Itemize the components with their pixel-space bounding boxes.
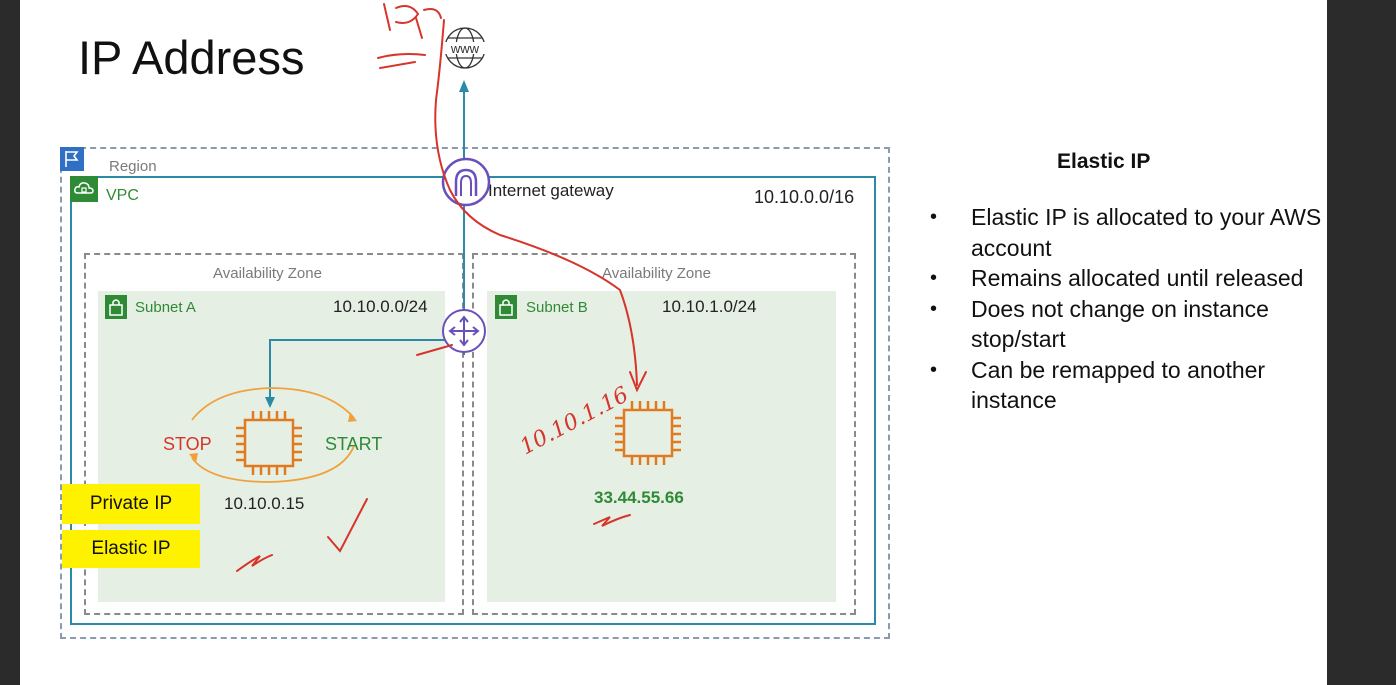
handwritten-checkmark <box>327 498 368 553</box>
bullet-item: • Elastic IP is allocated to your AWS acc… <box>928 202 1323 263</box>
handwritten-scribble-a <box>236 554 273 572</box>
internet-gateway-icon <box>441 157 491 207</box>
availability-zone-b <box>472 253 856 615</box>
diagram-graphics: www <box>189 3 681 572</box>
region-label: Region <box>109 158 157 175</box>
internet-arrowhead <box>459 80 469 92</box>
subnet-b-lock-icon <box>495 295 517 319</box>
handwritten-tick <box>416 344 453 356</box>
connection-lines <box>269 88 465 400</box>
subnet-a-label: Subnet A <box>135 299 196 316</box>
bullet-text: Remains allocated until released <box>971 265 1304 291</box>
region-container <box>60 147 890 639</box>
bullet-item: • Does not change on instance stop/start <box>928 294 1323 355</box>
handwritten-scribble-b <box>593 514 631 527</box>
elastic-ip-bullet-list: • Elastic IP is allocated to your AWS acc… <box>928 202 1323 416</box>
subnet-b-container <box>487 291 836 602</box>
subnet-b-label: Subnet B <box>526 299 588 316</box>
vpc-label: VPC <box>106 187 139 204</box>
instance-b-ip: 33.44.55.66 <box>594 488 684 507</box>
subnet-b-cidr: 10.10.1.0/24 <box>662 297 757 316</box>
bullet-item: • Can be remapped to another instance <box>928 355 1323 416</box>
router-to-instance-line <box>269 339 464 400</box>
internet-gateway-label: Internet gateway <box>488 181 614 200</box>
bullet-item: • Remains allocated until released <box>928 263 1323 294</box>
bullet-dot-icon: • <box>930 206 938 228</box>
ec2-instance-b-icon <box>615 401 681 465</box>
elastic-ip-heading: Elastic IP <box>1057 150 1151 173</box>
handwritten-scribble <box>383 3 442 39</box>
stop-start-cycle-arrows <box>191 387 355 483</box>
elastic-ip-label: Elastic IP <box>62 530 200 568</box>
handwritten-route-line <box>434 19 638 386</box>
bullet-dot-icon: • <box>930 358 938 381</box>
bullet-text: Elastic IP is allocated to your AWS acco… <box>971 204 1322 261</box>
handwritten-arrowhead <box>629 371 647 393</box>
slide-title: IP Address <box>78 31 305 84</box>
availability-zone-a-label: Availability Zone <box>213 265 322 282</box>
bullet-text: Can be remapped to another instance <box>971 356 1266 414</box>
private-ip-label: Private IP <box>62 484 200 524</box>
bullet-text: Does not change on instance stop/start <box>971 295 1269 353</box>
bullet-dot-icon: • <box>930 267 938 289</box>
vpc-cidr: 10.10.0.0/16 <box>754 187 855 207</box>
slide: IP Address Region VPC 10.10.0.0/16 Inter… <box>20 0 1327 685</box>
region-flag-icon <box>60 147 84 171</box>
subnet-a-lock-icon <box>105 295 127 319</box>
router-icon <box>442 309 486 353</box>
vpc-cloud-icon <box>70 176 98 202</box>
availability-zone-a <box>84 253 464 615</box>
start-label: START <box>325 434 383 454</box>
bullet-dot-icon: • <box>930 297 938 320</box>
instance-arrowhead <box>265 397 275 408</box>
availability-zone-b-label: Availability Zone <box>602 265 711 282</box>
handwritten-strokes <box>377 53 426 69</box>
www-label: www <box>450 41 480 56</box>
stop-label: STOP <box>163 434 212 454</box>
subnet-a-cidr: 10.10.0.0/24 <box>333 297 428 316</box>
ec2-instance-a-icon <box>236 411 302 475</box>
instance-a-ip: 10.10.0.15 <box>224 494 305 513</box>
handwritten-ip-annotation: 10.10.1.16 <box>516 382 633 460</box>
handwritten-annotations <box>236 3 647 572</box>
